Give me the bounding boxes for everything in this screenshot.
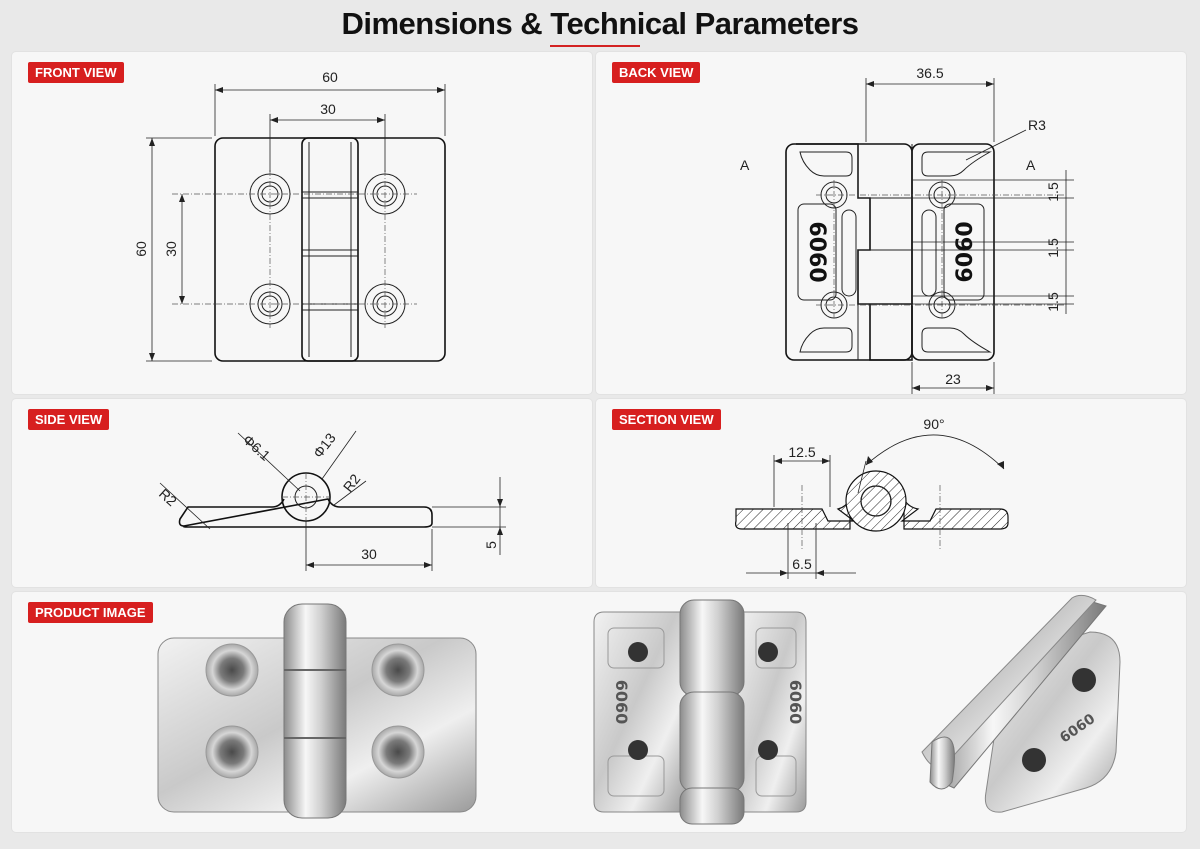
product-front-photo	[157, 603, 477, 819]
back-dim-gap2: 1.5	[1045, 238, 1061, 258]
front-view-drawing: 60 30 60 30	[133, 69, 446, 362]
product-angled-photo: 6060	[921, 594, 1121, 813]
back-emboss-right: 6060	[953, 221, 978, 282]
front-view-label: FRONT VIEW	[28, 62, 124, 83]
back-section-a-left: A	[740, 157, 750, 173]
product-image-label: PRODUCT IMAGE	[28, 602, 153, 623]
section-view-drawing: 90° 12.5 6.5	[735, 416, 1009, 579]
section-dim-width-bottom: 6.5	[792, 556, 812, 572]
side-dim-outer: Φ13	[310, 430, 339, 461]
side-plate-profile	[178, 498, 433, 528]
product-back-emboss-right: 6060	[786, 680, 805, 725]
side-view-panel: SIDE VIEW Φ6.1 Φ13 R2 R2 30 5	[12, 399, 592, 587]
side-dim-hole: Φ6.1	[240, 431, 274, 464]
product-image-panel: PRODUCT IMAGE	[12, 592, 1186, 832]
product-back-emboss-left: 6060	[612, 680, 631, 725]
back-dim-gap3: 1.5	[1045, 292, 1061, 312]
back-view-label: BACK VIEW	[612, 62, 701, 83]
back-view-panel: BACK VIEW 6060 6060 A A	[596, 52, 1186, 394]
side-dim-r-right: R2	[340, 471, 364, 495]
back-dim-top: 36.5	[916, 65, 943, 81]
section-dim-angle: 90°	[923, 416, 944, 432]
page-title: Dimensions & Technical Parameters	[341, 6, 859, 41]
product-image-drawing: 6060 6060 6060	[157, 594, 1121, 825]
side-dim-length: 30	[361, 546, 377, 562]
side-dim-thickness: 5	[483, 541, 499, 549]
section-dim-width-top: 12.5	[788, 444, 815, 460]
section-view-label: SECTION VIEW	[612, 409, 721, 430]
section-right-leaf	[900, 498, 1009, 530]
front-dim-height: 60	[133, 241, 149, 257]
back-section-a-right: A	[1026, 157, 1036, 173]
back-emboss-left: 6060	[804, 221, 829, 282]
side-dim-r-left: R2	[156, 485, 180, 509]
title-underline	[550, 45, 640, 47]
front-view-panel: FRONT VIEW 60 30	[12, 52, 592, 394]
side-view-drawing: Φ6.1 Φ13 R2 R2 30 5	[156, 430, 506, 571]
section-view-panel: SECTION VIEW 90° 12.5 6	[596, 399, 1186, 587]
section-left-leaf	[735, 498, 856, 530]
back-dim-radius: R3	[1028, 117, 1046, 133]
front-dim-width: 60	[322, 69, 338, 85]
back-dim-gap1: 1.5	[1045, 182, 1061, 202]
front-dim-pitch-h: 30	[320, 101, 336, 117]
product-back-photo: 6060 6060	[593, 599, 807, 825]
front-dim-pitch-v: 30	[163, 241, 179, 257]
side-view-label: SIDE VIEW	[28, 409, 110, 430]
back-dim-bottom: 23	[945, 371, 961, 387]
back-view-drawing: 6060 6060 A A 36.5 R3 1.5 1.5 1.5 23	[740, 65, 1074, 394]
